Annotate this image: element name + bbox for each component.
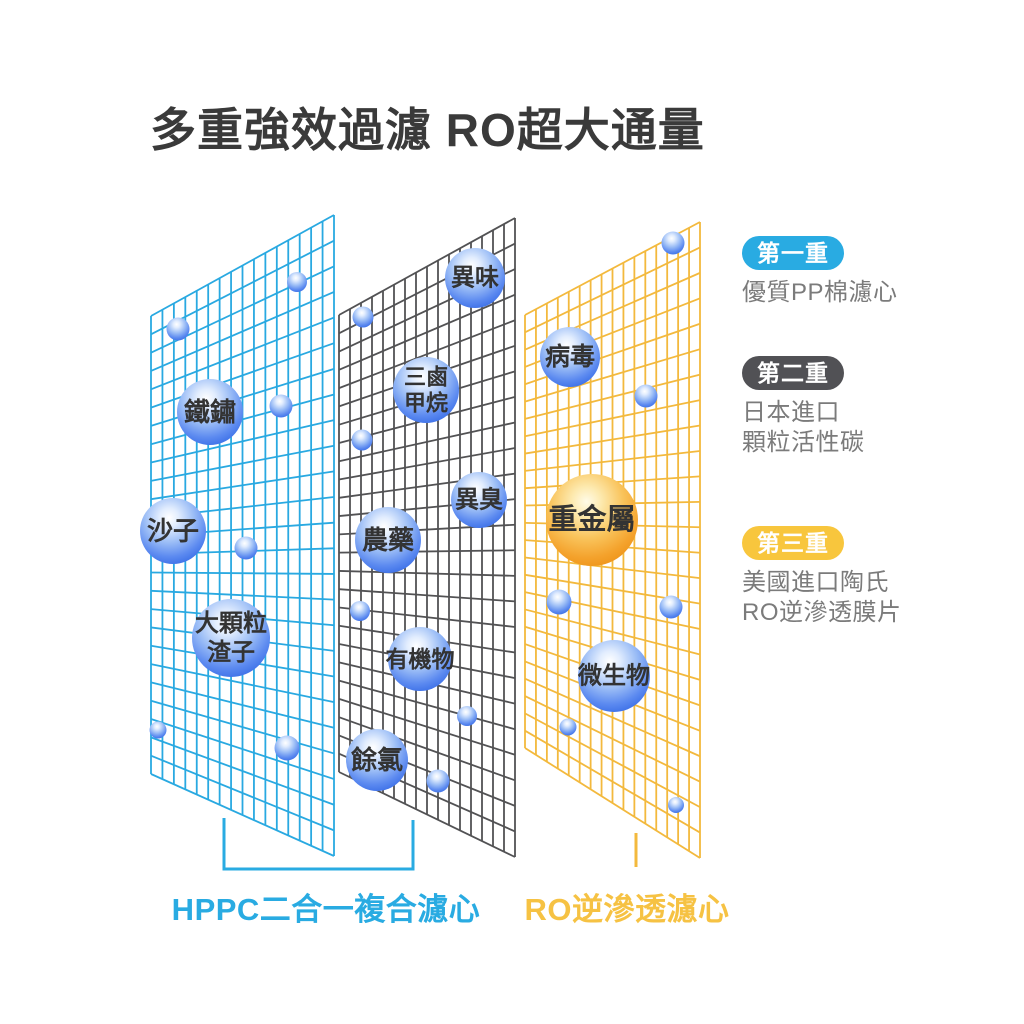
mesh-line	[338, 421, 516, 463]
hppc-bracket	[222, 818, 415, 871]
contaminant-bubble	[388, 627, 452, 691]
contaminant-bubble	[445, 248, 505, 308]
water-bubble	[559, 718, 577, 736]
bubble-label: 有機物	[386, 646, 455, 672]
mesh-line	[150, 699, 335, 755]
mesh-line	[338, 679, 516, 731]
legend-item-stage2: 第二重 日本進口 顆粒活性碳	[742, 356, 992, 458]
contaminant-bubble	[546, 474, 638, 566]
water-bubble	[166, 317, 190, 341]
caption-ro-filter: RO逆滲透濾心	[524, 892, 730, 927]
mesh-line	[524, 399, 701, 438]
mesh-line	[524, 424, 701, 455]
mesh-line	[150, 663, 335, 704]
stage2-badge: 第二重	[742, 356, 844, 391]
mesh-line	[524, 729, 701, 834]
mesh-line	[150, 754, 335, 832]
bubble-label: 病毒	[545, 342, 595, 371]
mesh-line	[524, 373, 701, 420]
page-title: 多重強效過濾 RO超大通量	[150, 104, 705, 156]
water-bubble	[351, 429, 373, 451]
stage3-desc: 美國進口陶氏 RO逆滲透膜片	[742, 569, 902, 627]
bubble-label: 沙子	[147, 516, 199, 546]
mesh-line	[150, 571, 335, 575]
bubble-label: 農藥	[362, 525, 414, 555]
bubble-label: 餘氯	[351, 745, 403, 775]
mesh-line	[150, 681, 335, 729]
water-bubble	[634, 384, 658, 408]
mesh-line	[150, 736, 335, 806]
legend-item-stage1: 第一重 優質PP棉濾心	[742, 236, 992, 308]
water-bubble	[661, 231, 685, 255]
mesh-line	[338, 588, 516, 603]
contaminant-bubble	[140, 498, 206, 564]
mesh-line	[338, 698, 516, 756]
contaminant-bubble	[393, 357, 459, 423]
water-bubble	[659, 595, 683, 619]
contaminant-bubble	[177, 379, 243, 445]
bubble-label: 三鹵甲烷	[404, 364, 448, 415]
mesh-line	[150, 444, 335, 482]
bubble-label: 微生物	[577, 662, 650, 690]
caption-hppc-filter: HPPC二合一複合濾心	[171, 892, 481, 927]
mesh-line	[338, 716, 516, 782]
water-bubble	[352, 306, 374, 328]
contaminant-bubble	[578, 640, 650, 712]
mesh-line	[524, 348, 701, 403]
water-bubble	[350, 601, 370, 621]
mesh-line	[524, 695, 701, 783]
mesh-line	[150, 291, 335, 372]
bubble-label: 重金屬	[548, 502, 635, 536]
mesh-line	[524, 246, 701, 334]
water-bubble	[426, 769, 450, 793]
mesh-line	[150, 773, 335, 857]
mesh-line	[150, 470, 335, 501]
mesh-line	[338, 570, 516, 577]
stage1-desc: 優質PP棉濾心	[742, 279, 898, 307]
water-bubble	[287, 272, 307, 292]
legend-item-stage3: 第三重 美國進口陶氏 RO逆滲透膜片	[742, 526, 992, 628]
mesh-line	[524, 677, 701, 758]
mesh-line	[524, 450, 701, 472]
mesh-line	[150, 214, 335, 317]
bubble-label: 異味	[451, 265, 499, 292]
mesh-line	[524, 608, 701, 656]
water-bubble	[546, 589, 572, 615]
bubble-label: 大顆粒渣子	[195, 609, 267, 666]
mesh-line	[338, 447, 516, 481]
mesh-line	[524, 556, 701, 580]
stage1-badge: 第一重	[742, 236, 844, 271]
water-bubble	[457, 706, 477, 726]
mesh-line	[150, 589, 335, 601]
water-bubble	[149, 721, 167, 739]
mesh-line	[338, 293, 516, 371]
mesh-line	[338, 217, 516, 316]
mesh-line	[524, 747, 701, 859]
mesh-line	[150, 316, 335, 391]
bubble-label: 異臭	[455, 486, 503, 514]
water-bubble	[234, 536, 258, 560]
stage3-badge: 第三重	[742, 526, 844, 561]
contaminant-bubble	[192, 599, 270, 677]
mesh-line	[150, 419, 335, 464]
contaminant-bubble	[346, 729, 408, 791]
mesh-line	[524, 712, 701, 808]
contaminant-bubble	[355, 507, 421, 573]
contaminant-bubble	[451, 472, 507, 528]
water-bubble	[274, 735, 300, 761]
contaminant-bubble	[540, 327, 600, 387]
water-bubble	[668, 797, 684, 813]
bubble-label: 鐵鏽	[184, 397, 236, 427]
mesh-line	[150, 718, 335, 780]
mesh-line	[150, 393, 335, 446]
mesh-line	[338, 319, 516, 389]
water-bubble	[269, 394, 293, 418]
stage2-desc: 日本進口 顆粒活性碳	[742, 399, 865, 457]
